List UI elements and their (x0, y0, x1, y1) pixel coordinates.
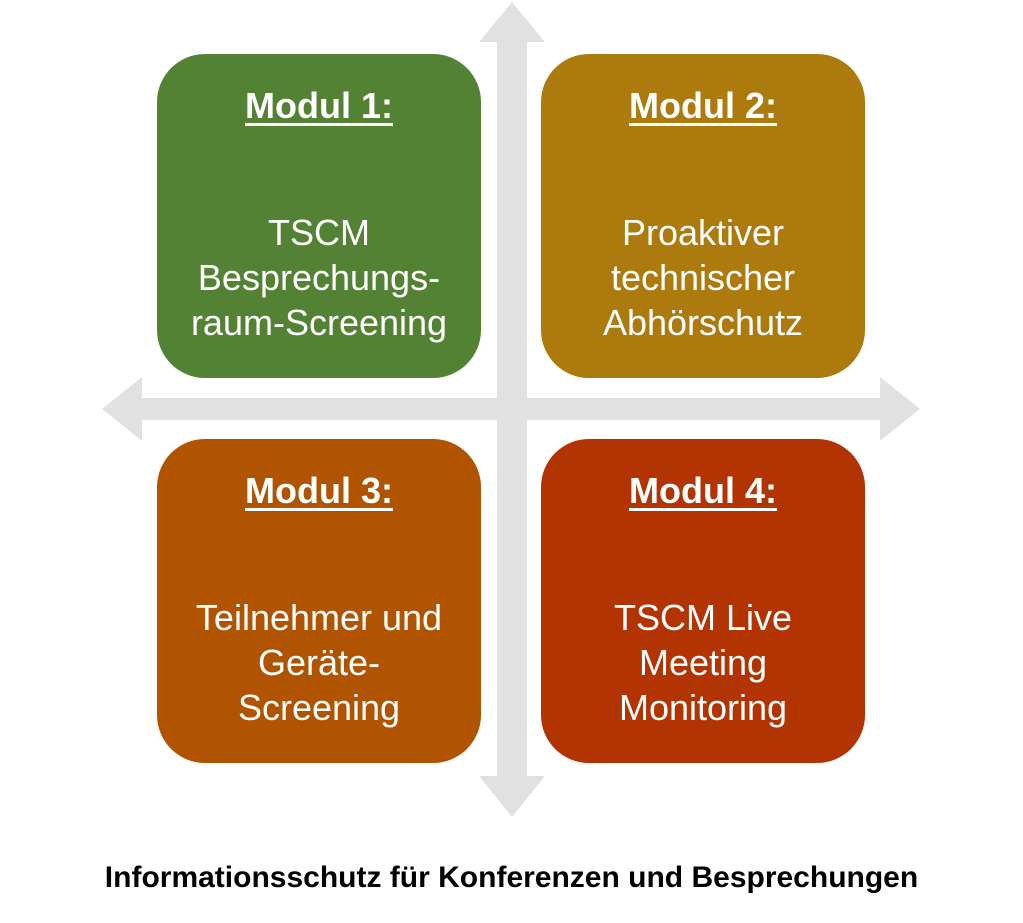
module-4-heading: Modul 4: (629, 470, 777, 511)
diagram-caption: Informationsschutz für Konferenzen und B… (104, 861, 919, 894)
module-2-text: Proaktiver technischer Abhörschutz (602, 212, 804, 343)
module-1-box: Modul 1: TSCM Besprechungs- raum-Screeni… (157, 54, 481, 378)
module-3-box: Modul 3: Teilnehmer und Geräte- Screenin… (157, 439, 481, 763)
module-2-box: Modul 2: Proaktiver technischer Abhörsch… (541, 54, 865, 378)
horizontal-double-arrow (102, 377, 920, 441)
module-2-heading: Modul 2: (629, 85, 777, 126)
module-1-heading: Modul 1: (245, 85, 393, 126)
module-1-text: TSCM Besprechungs- raum-Screening (190, 212, 448, 343)
module-3-text: Teilnehmer und Geräte- Screening (195, 597, 443, 728)
module-3-heading: Modul 3: (245, 470, 393, 511)
module-4-text: TSCM Live Meeting Monitoring (613, 597, 793, 728)
module-4-box: Modul 4: TSCM Live Meeting Monitoring (541, 439, 865, 763)
